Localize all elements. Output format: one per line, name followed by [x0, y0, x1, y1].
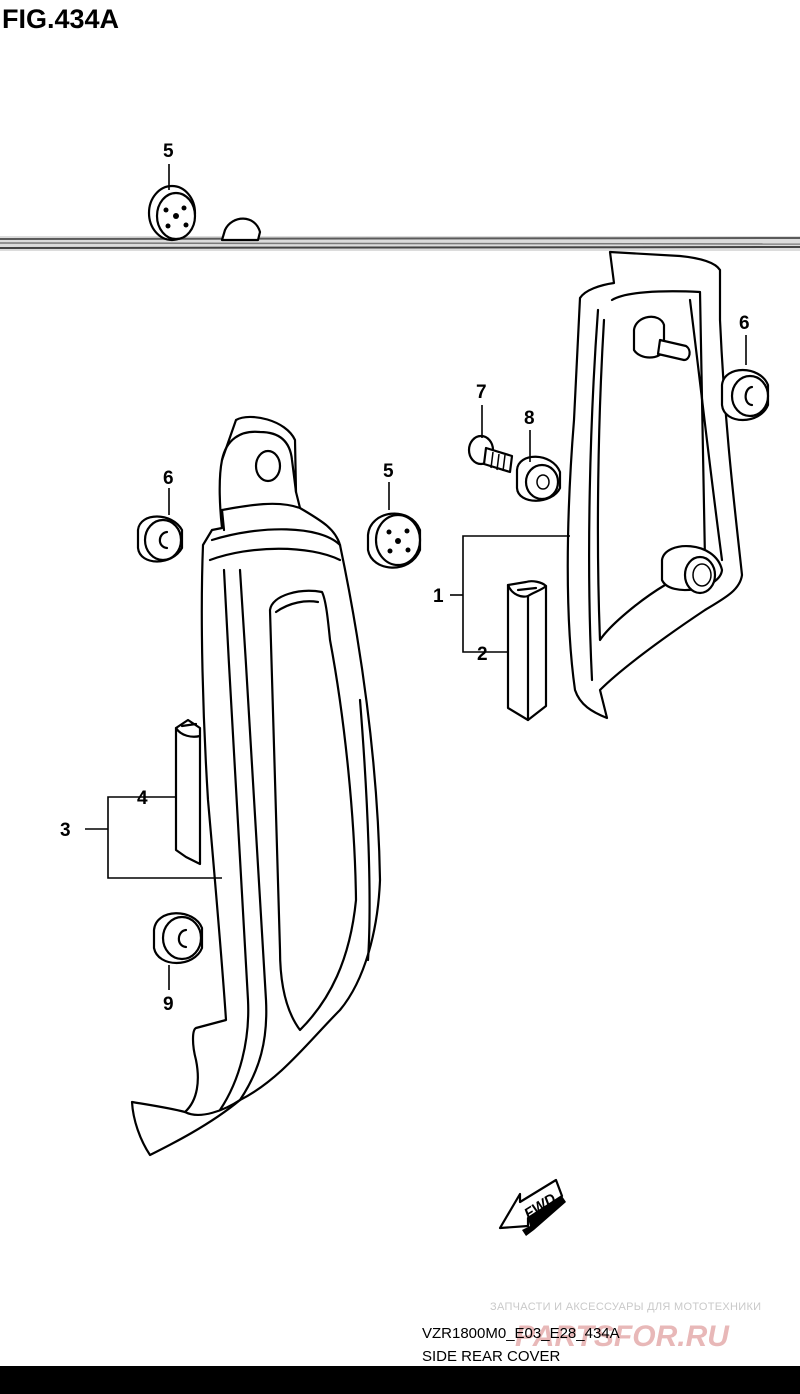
callout-1: 1	[433, 586, 444, 607]
grommet-part-8	[515, 455, 562, 502]
grommet-part-6-right	[720, 369, 770, 421]
callout-6-right: 6	[739, 313, 750, 334]
callout-5-middle: 5	[383, 461, 394, 482]
bottom-bar	[0, 1366, 800, 1394]
callout-9: 9	[163, 994, 174, 1015]
callout-4: 4	[137, 788, 148, 809]
callout-2: 2	[477, 644, 488, 665]
bolt-part-7	[467, 434, 514, 474]
callout-8: 8	[524, 408, 535, 429]
callout-5-top: 5	[163, 141, 174, 162]
figure-title: FIG.434A	[2, 4, 119, 34]
grommet-part-5-top	[147, 184, 262, 242]
strip-part-4	[174, 718, 202, 866]
leader-lines	[85, 164, 747, 990]
fwd-direction-arrow: FWD	[498, 1178, 566, 1236]
figure-code: VZR1800M0_E03_E28_434A	[422, 1325, 620, 1342]
callout-3: 3	[60, 820, 71, 841]
watermark-brand: PARTSFOR.RU	[515, 1320, 730, 1353]
scan-band	[0, 236, 800, 251]
side-cover-part-3	[130, 415, 382, 1157]
watermark-tagline: ЗАПЧАСТИ И АКСЕССУАРЫ ДЛЯ МОТОТЕХНИКИ	[490, 1301, 761, 1313]
grommet-part-5-middle	[366, 512, 422, 569]
callout-7: 7	[476, 382, 487, 403]
grommet-part-9	[152, 912, 204, 964]
side-cover-part-1	[566, 250, 744, 720]
strip-part-2	[506, 580, 548, 722]
callout-6-left: 6	[163, 468, 174, 489]
figure-name: SIDE REAR COVER	[422, 1348, 561, 1365]
grommet-part-6-left	[136, 515, 184, 563]
callout-labels: 5 6 7 8 6 5 1 2 4 3 9	[60, 141, 750, 1015]
